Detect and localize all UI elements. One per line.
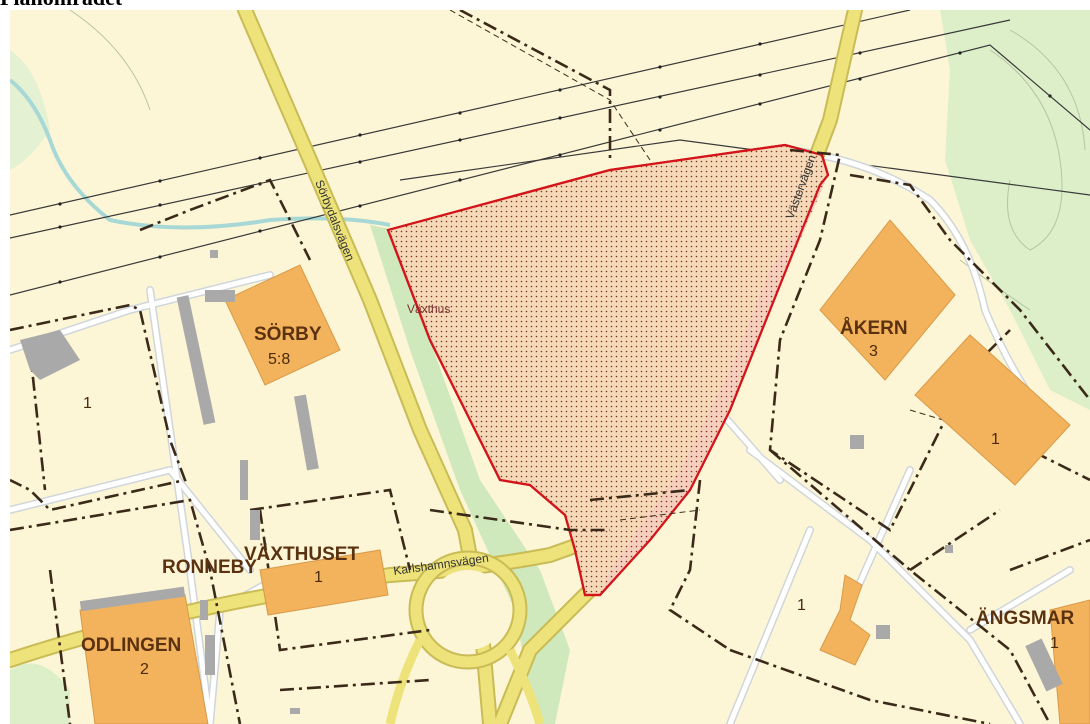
- buildings-orange: [79, 219, 1090, 724]
- area-label-vaxthus: Växthus: [407, 302, 450, 316]
- power-line-poles: [58, 42, 1052, 284]
- property-label-akern: ÅKERN: [840, 318, 908, 339]
- plan-area-road-strip: [600, 175, 828, 595]
- roundabout: [385, 550, 545, 724]
- building-sorby: [224, 264, 341, 386]
- property-label-odlingen: ODLINGEN: [81, 635, 181, 656]
- building-akern: [819, 219, 956, 381]
- parcel-number-south: 1: [797, 597, 806, 614]
- building-parcel-1: [819, 574, 871, 666]
- property-number-odlingen: 2: [140, 661, 149, 678]
- property-label-ronneby: RONNEBY: [162, 557, 257, 578]
- property-boundaries: [10, 10, 1090, 724]
- parcel-number-east: 1: [991, 431, 1000, 448]
- property-label-angsmar: ÄNGSMAR: [976, 608, 1074, 629]
- building-east-1: [914, 334, 1071, 486]
- map-view[interactable]: Sörbydalsvägen Västervägen Karlshamnsväg…: [10, 10, 1090, 724]
- property-number-akern: 3: [869, 343, 878, 360]
- forest-area-southwest: [10, 663, 70, 724]
- buildings-grey: [20, 250, 1063, 714]
- page-title: Planområdet: [0, 0, 122, 10]
- property-number-sorby: 5:8: [268, 351, 290, 368]
- parcel-number-west: 1: [83, 395, 92, 412]
- property-number-vaxthuset: 1: [314, 569, 323, 586]
- building-odlingen: [79, 594, 209, 724]
- map-canvas: Sörbydalsvägen Västervägen Karlshamnsväg…: [10, 10, 1090, 724]
- forest-area-east: [940, 10, 1090, 410]
- building-vaxthuset: [259, 549, 389, 616]
- property-number-angsmar: 1: [1050, 635, 1059, 652]
- forest-area-northwest: [10, 50, 50, 170]
- property-label-vaxthuset: VÄXTHUSET: [244, 544, 359, 565]
- property-label-sorby: SÖRBY: [254, 324, 322, 345]
